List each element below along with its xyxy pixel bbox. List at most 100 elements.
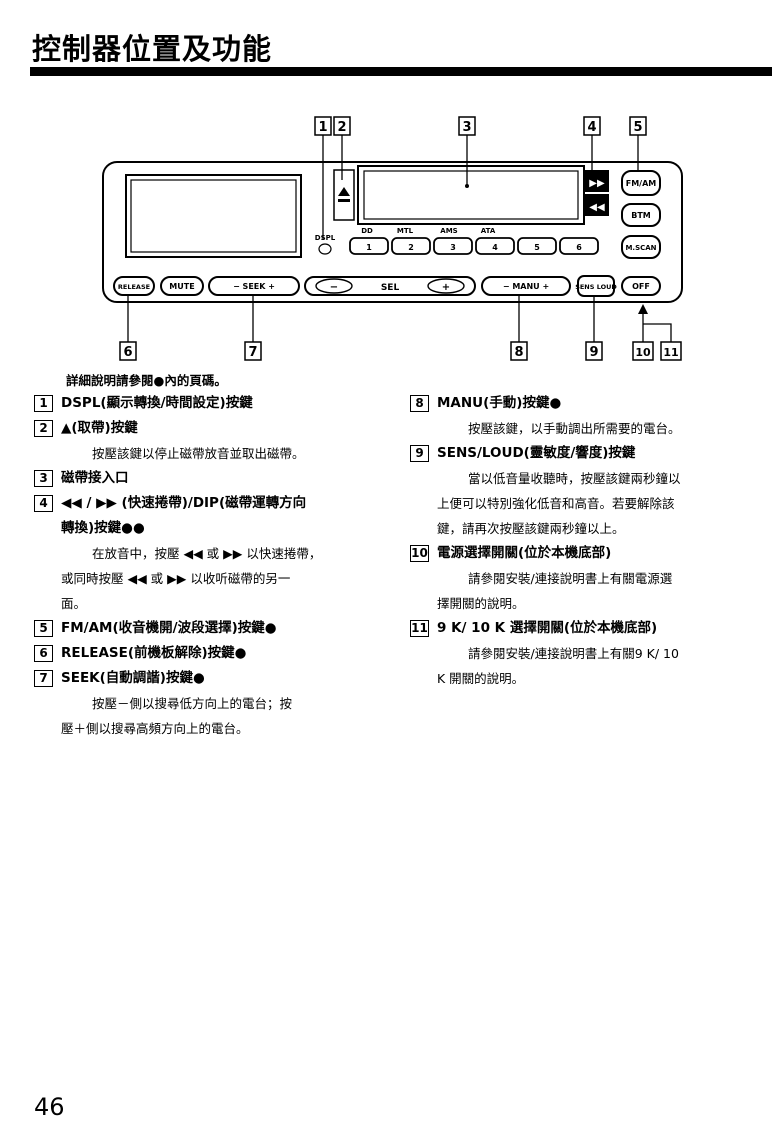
callout-11: 11 (660, 341, 682, 361)
svg-text:2: 2 (337, 120, 346, 135)
item-description: 按壓該鍵以停止磁帶放音並取出磁帶。 (92, 446, 305, 461)
page-title: 控制器位置及功能 (32, 32, 273, 66)
svg-text:ATA: ATA (481, 227, 496, 235)
item-number: 3 (34, 470, 53, 487)
item-description: 請參閱安裝/連接說明書上有關9 K/ 10 (468, 646, 679, 661)
intro-note: 詳細說明請參閱●內的頁碼。 (66, 373, 227, 388)
svg-text:6: 6 (576, 243, 582, 252)
svg-text:BTM: BTM (631, 211, 651, 220)
svg-text:MTL: MTL (397, 227, 414, 235)
item-number: 10 (410, 545, 429, 562)
item-number: 5 (34, 620, 53, 637)
list-item: 1 DSPL(顯示轉換/時間設定)按鍵 (34, 391, 364, 416)
svg-text:SENS LOUD: SENS LOUD (575, 283, 617, 291)
car-stereo-diagram: 1 2 3 4 5 6 7 8 9 10 11 ▶▶ ◀◀ (102, 116, 683, 361)
item-number: 9 (410, 445, 429, 462)
item-number: 1 (34, 395, 53, 412)
list-item: 8 MANU(手動)按鍵● (410, 391, 770, 416)
item-heading: 磁帶接入口 (61, 470, 129, 486)
svg-text:6: 6 (123, 345, 132, 360)
svg-text:+: + (442, 282, 450, 293)
svg-text:3: 3 (462, 120, 471, 135)
item-number: 8 (410, 395, 429, 412)
item-description: 在放音中，按壓 ◀◀ 或 ▶▶ 以快速捲帶， (92, 546, 322, 561)
item-heading: FM/AM(收音機開/波段選擇)按鍵● (61, 620, 277, 636)
callout-4: 4 (583, 116, 601, 136)
svg-text:11: 11 (663, 346, 678, 359)
item-heading: RELEASE(前機板解除)按鍵● (61, 645, 247, 661)
svg-text:M.SCAN: M.SCAN (625, 244, 656, 252)
svg-text:1: 1 (366, 243, 372, 252)
item-heading: 9 K/ 10 K 選擇開關(位於本機底部) (437, 620, 658, 636)
item-number: 7 (34, 670, 53, 687)
svg-text:◀◀: ◀◀ (589, 202, 605, 213)
svg-text:OFF: OFF (632, 282, 650, 291)
list-item: 2 ▲(取帶)按鍵 (34, 416, 364, 441)
callout-1: 1 (314, 116, 332, 136)
list-item: 10 電源選擇開關(位於本機底部) (410, 541, 770, 566)
svg-text:DSPL: DSPL (315, 234, 336, 242)
svg-text:10: 10 (635, 346, 651, 359)
svg-text:− SEEK +: − SEEK + (233, 282, 275, 291)
svg-text:1: 1 (318, 120, 327, 135)
item-list-right: 8 MANU(手動)按鍵● 按壓該鍵，以手動調出所需要的電台。 9 SENS/LOU… (410, 391, 770, 691)
callout-7: 7 (244, 341, 262, 361)
svg-text:5: 5 (534, 243, 540, 252)
item-description: 壓＋側以搜尋高頻方向上的電台。 (61, 721, 249, 736)
item-number: 2 (34, 420, 53, 437)
item-description: K 開關的說明。 (437, 671, 525, 686)
svg-text:9: 9 (589, 345, 598, 360)
item-heading: DSPL(顯示轉換/時間設定)按鍵 (61, 395, 253, 411)
svg-text:FM/AM: FM/AM (626, 179, 657, 188)
svg-text:−: − (330, 282, 338, 293)
item-description: 擇開關的說明。 (437, 596, 525, 611)
item-description: 按壓該鍵，以手動調出所需要的電台。 (468, 421, 681, 436)
callout-3: 3 (458, 116, 476, 136)
svg-text:3: 3 (450, 243, 456, 252)
callout-5: 5 (629, 116, 647, 136)
title-rule (30, 67, 772, 76)
callout-9: 9 (585, 341, 603, 361)
item-list-left: 1 DSPL(顯示轉換/時間設定)按鍵 2 ▲(取帶)按鍵 按壓該鍵以停止磁帶放音並… (34, 391, 364, 741)
item-heading: ◀◀ / ▶▶ (快速捲帶)/DIP(磁帶運轉方向 (61, 495, 307, 511)
page-number: 46 (34, 1093, 65, 1121)
svg-text:DD: DD (361, 227, 373, 235)
item-description: 面。 (61, 596, 87, 611)
svg-text:5: 5 (633, 120, 642, 135)
list-item: 6 RELEASE(前機板解除)按鍵● (34, 641, 364, 666)
svg-text:7: 7 (248, 345, 257, 360)
callout-10: 10 (632, 341, 654, 361)
callout-2: 2 (333, 116, 351, 136)
svg-text:MUTE: MUTE (169, 282, 194, 291)
svg-text:RELEASE: RELEASE (118, 283, 150, 291)
list-item: 3 磁帶接入口 (34, 466, 364, 491)
svg-text:▶▶: ▶▶ (589, 178, 605, 189)
item-number: 4 (34, 495, 53, 512)
item-heading: ▲(取帶)按鍵 (61, 420, 138, 436)
list-item: 5 FM/AM(收音機開/波段選擇)按鍵● (34, 616, 364, 641)
item-description: 上便可以特別強化低音和高音。若要解除該 (437, 496, 675, 511)
list-item: 4 ◀◀ / ▶▶ (快速捲帶)/DIP(磁帶運轉方向 (34, 491, 364, 516)
svg-text:SEL: SEL (381, 283, 400, 293)
svg-text:8: 8 (514, 345, 523, 360)
item-heading-continued: 轉換)按鍵●● (61, 520, 145, 536)
item-number: 6 (34, 645, 53, 662)
item-description: 當以低音量收聽時，按壓該鍵兩秒鐘以 (468, 471, 681, 486)
list-item: 9 SENS/LOUD(靈敏度/響度)按鍵 (410, 441, 770, 466)
item-heading: 電源選擇開關(位於本機底部) (437, 545, 612, 561)
item-description: 鍵，請再次按壓該鍵兩秒鐘以上。 (437, 521, 625, 536)
svg-text:− MANU +: − MANU + (503, 282, 549, 291)
item-description: 請參閱安裝/連接說明書上有關電源選 (468, 571, 673, 586)
item-description: 按壓－側以搜尋低方向上的電台；按 (92, 696, 293, 711)
callout-6: 6 (119, 341, 137, 361)
svg-text:4: 4 (492, 243, 498, 252)
item-number: 11 (410, 620, 429, 637)
item-description: 或同時按壓 ◀◀ 或 ▶▶ 以收听磁帶的另一 (61, 571, 291, 586)
list-item: 11 9 K/ 10 K 選擇開關(位於本機底部) (410, 616, 770, 641)
item-heading: MANU(手動)按鍵● (437, 395, 562, 411)
callout-8: 8 (510, 341, 528, 361)
svg-text:2: 2 (408, 243, 414, 252)
item-heading: SENS/LOUD(靈敏度/響度)按鍵 (437, 445, 636, 461)
svg-text:AMS: AMS (440, 227, 457, 235)
